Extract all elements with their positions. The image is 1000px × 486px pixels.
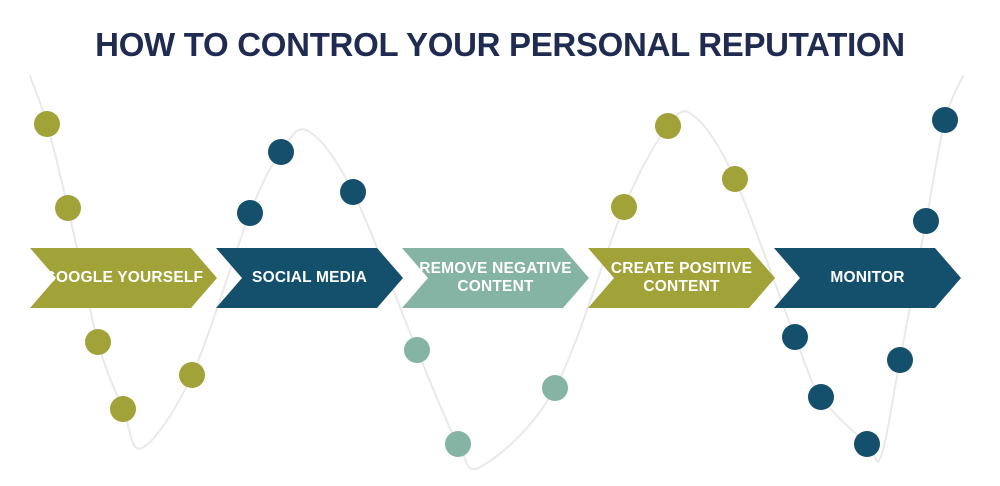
page-title: HOW TO CONTROL YOUR PERSONAL REPUTATION <box>95 26 905 63</box>
wave-dot <box>611 194 637 220</box>
wave-dot <box>110 396 136 422</box>
step-banner-google-yourself: GOOGLE YOURSELF <box>30 248 217 308</box>
step-label: GOOGLE YOURSELF <box>43 268 204 286</box>
step-banner-monitor: MONITOR <box>774 248 961 308</box>
wave-dot <box>913 208 939 234</box>
wave-curve <box>29 75 964 471</box>
wave-dot <box>445 431 471 457</box>
wave-dot <box>268 139 294 165</box>
step-label: SOCIAL MEDIA <box>252 268 367 286</box>
wave-dot <box>237 200 263 226</box>
wave-dot <box>340 179 366 205</box>
wave-dot <box>34 111 60 137</box>
wave-dot <box>808 384 834 410</box>
wave-dot <box>85 329 111 355</box>
wave-dot <box>932 107 958 133</box>
wave-dot <box>179 362 205 388</box>
step-label: REMOVE NEGATIVE CONTENT <box>419 259 572 295</box>
step-label: CREATE POSITIVE CONTENT <box>610 259 753 295</box>
wave-dot <box>655 113 681 139</box>
wave-dot <box>887 347 913 373</box>
wave-dots-group <box>34 107 958 457</box>
wave-dot <box>782 324 808 350</box>
wave-dot <box>722 166 748 192</box>
wave-dot <box>404 337 430 363</box>
wave-dot <box>542 375 568 401</box>
step-banner-remove-negative-content: REMOVE NEGATIVE CONTENT <box>402 248 589 308</box>
wave-dot <box>854 431 880 457</box>
wave-dot <box>55 195 81 221</box>
step-label: MONITOR <box>830 268 905 286</box>
step-banner-create-positive-content: CREATE POSITIVE CONTENT <box>588 248 775 308</box>
step-banner-social-media: SOCIAL MEDIA <box>216 248 403 308</box>
